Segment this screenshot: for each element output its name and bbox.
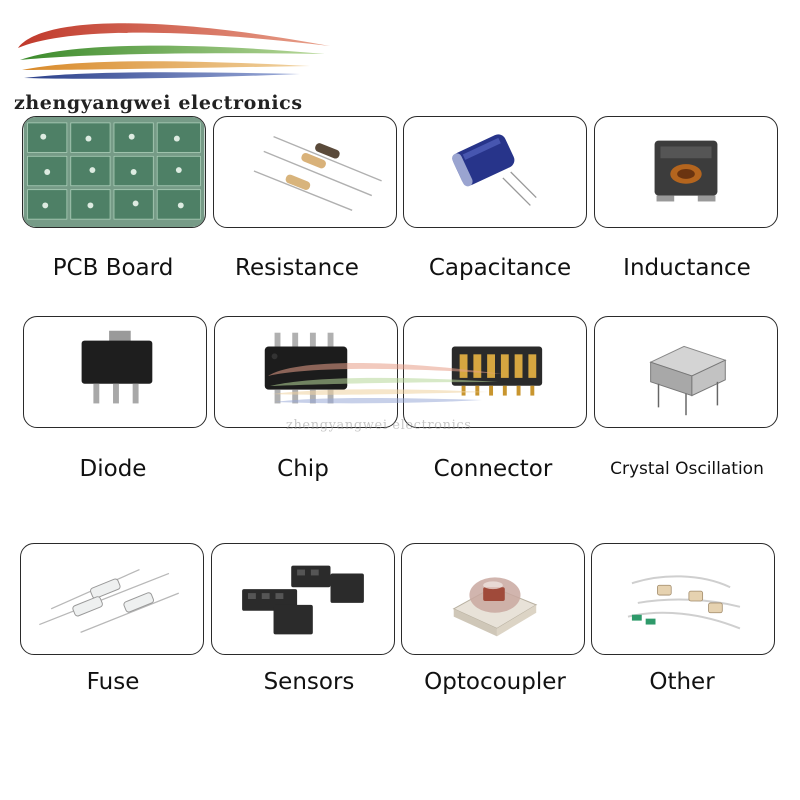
category-card-resistance[interactable] [213, 116, 397, 228]
category-card-pcb-board[interactable] [22, 116, 206, 228]
category-label: Fuse [86, 669, 140, 695]
category-card-crystal-oscillation[interactable] [594, 316, 778, 428]
category-label: Optocoupler [424, 669, 566, 695]
sensor-icon [242, 565, 364, 635]
brand-name: zhengyangwei electronics [14, 92, 303, 114]
connector-icon [451, 346, 543, 396]
category-label: Chip [277, 456, 329, 482]
category-card-sensors[interactable] [211, 543, 395, 655]
category-label: Crystal Oscillation [610, 459, 764, 479]
resistor-icon [253, 136, 382, 211]
category-card-fuse[interactable] [20, 543, 204, 655]
category-card-other[interactable] [591, 543, 775, 655]
chip-icon [264, 332, 348, 404]
capacitor-icon [452, 134, 537, 206]
category-label: Capacitance [428, 255, 572, 281]
category-card-inductance[interactable] [594, 116, 778, 228]
category-label: Connector [433, 456, 553, 482]
category-label: Resistance [235, 255, 359, 281]
fuse-icon [39, 568, 180, 633]
category-label: Inductance [623, 255, 751, 281]
category-card-chip[interactable] [214, 316, 398, 428]
category-label: Diode [79, 456, 147, 482]
brand-logo [10, 8, 340, 118]
category-card-capacitance[interactable] [403, 116, 587, 228]
crystal-oscillator-icon [649, 345, 727, 416]
inductor-icon [654, 140, 718, 202]
category-label: Sensors [263, 669, 355, 695]
diode-icon [81, 330, 153, 404]
swoosh-logo-icon [18, 23, 330, 79]
other-components-icon [627, 575, 741, 630]
category-card-optocoupler[interactable] [401, 543, 585, 655]
category-label: Other [649, 669, 715, 695]
optocoupler-icon [452, 577, 538, 637]
category-card-connector[interactable] [403, 316, 587, 428]
pcb-board-icon [23, 117, 205, 227]
category-card-diode[interactable] [23, 316, 207, 428]
category-label: PCB Board [52, 255, 174, 281]
